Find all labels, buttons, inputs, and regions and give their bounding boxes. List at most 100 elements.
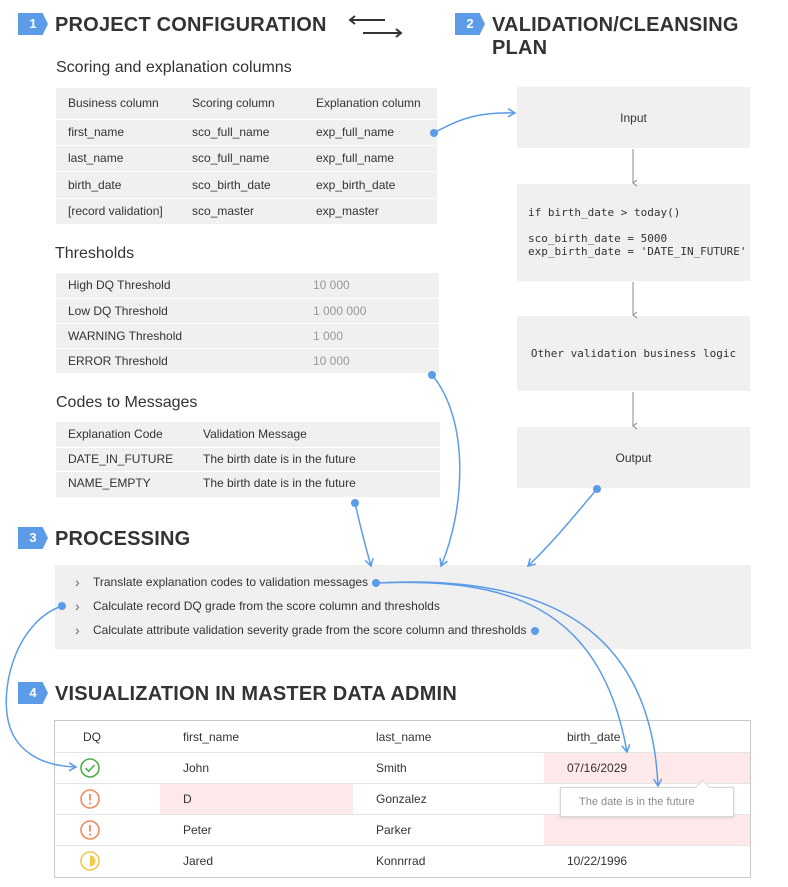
table-row[interactable]: Jared Konnrrad 10/22/1996 (55, 845, 750, 876)
table-row: WARNING Threshold 1 000 (56, 323, 439, 348)
scoring-title: Scoring and explanation columns (56, 59, 292, 76)
code-line: if birth_date > today() (528, 206, 681, 219)
column-header-first-name[interactable]: first_name (183, 730, 240, 744)
connector-arrow (375, 581, 631, 754)
table-row: first_name sco_full_name exp_full_name (56, 119, 437, 145)
processing-item[interactable]: › Translate explanation codes to validat… (75, 574, 368, 590)
step-3-badge: 3 (18, 527, 48, 549)
step-4-title: VISUALIZATION IN MASTER DATA ADMIN (55, 683, 457, 705)
threshold-value: 1 000 (313, 328, 344, 343)
swap-arrows-icon (345, 12, 405, 42)
table-cell: exp_birth_date (316, 177, 396, 192)
table-cell: The birth date is in the future (203, 476, 356, 491)
connector-arrow (431, 374, 461, 568)
cell-first-name[interactable]: John (183, 761, 210, 775)
scoring-header: Scoring column (192, 96, 275, 111)
table-cell: NAME_EMPTY (68, 476, 151, 491)
scoring-table: Business column Scoring column Explanati… (56, 88, 437, 224)
table-cell: birth_date (68, 177, 122, 192)
chevron-right-icon: › (75, 622, 80, 638)
threshold-value: 10 000 (313, 278, 350, 293)
codes-header: Validation Message (203, 427, 307, 442)
table-row: birth_date sco_birth_date exp_birth_date (56, 171, 437, 198)
table-row[interactable]: D Gonzalez (55, 783, 750, 814)
table-cell: last_name (68, 151, 124, 165)
table-cell: The birth date is in the future (203, 452, 356, 466)
cell-birth-date[interactable] (544, 815, 750, 845)
chevron-right-icon: › (75, 598, 80, 614)
table-cell: [record validation] (68, 204, 163, 219)
plan-input-box: Input (517, 87, 750, 148)
table-cell: first_name (68, 125, 125, 139)
threshold-label: High DQ Threshold (68, 278, 171, 293)
cell-last-name[interactable]: Konnrrad (376, 854, 426, 868)
processing-item-label: Calculate attribute validation severity … (93, 623, 527, 637)
processing-item-label: Translate explanation codes to validatio… (93, 575, 369, 589)
step-2-title: VALIDATION/CLEANSING PLAN (492, 14, 739, 59)
connector-arrow (526, 488, 598, 568)
step-1-badge: 1 (18, 13, 48, 35)
error-status-icon (79, 784, 101, 814)
codes-header-row: Explanation Code Validation Message (56, 422, 440, 447)
table-row: ERROR Threshold 10 000 (56, 348, 439, 373)
threshold-value: 1 000 000 (313, 303, 367, 318)
table-cell: sco_master (192, 204, 255, 219)
table-row: last_name sco_full_name exp_full_name (56, 145, 437, 171)
codes-header: Explanation Code (68, 427, 163, 442)
cell-first-name[interactable]: D (160, 784, 353, 814)
table-cell: sco_full_name (192, 151, 270, 165)
connector-dot (531, 627, 539, 635)
table-cell: DATE_IN_FUTURE (68, 452, 174, 466)
threshold-value: 10 000 (313, 353, 350, 368)
table-row: High DQ Threshold 10 000 (56, 273, 439, 298)
cell-last-name[interactable]: Gonzalez (376, 792, 427, 806)
code-line: sco_birth_date = 5000 (528, 232, 668, 245)
table-cell: exp_full_name (316, 125, 395, 139)
table-cell: sco_full_name (192, 125, 270, 139)
column-header-birth-date[interactable]: birth_date (567, 730, 621, 744)
step-4-badge: 4 (18, 682, 48, 704)
processing-item[interactable]: › Calculate attribute validation severit… (75, 622, 527, 638)
processing-item-label: Calculate record DQ grade from the score… (93, 599, 440, 613)
plan-logic-box: Other validation business logic (517, 316, 750, 391)
cell-last-name[interactable]: Parker (376, 823, 412, 837)
code-line: exp_birth_date = 'DATE_IN_FUTURE' (528, 245, 747, 258)
error-status-icon (79, 815, 101, 845)
plan-code-box: if birth_date > today() sco_birth_date =… (517, 184, 750, 281)
scoring-header: Business column (68, 96, 159, 111)
cell-first-name[interactable]: Jared (183, 854, 214, 868)
step-2-badge: 2 (455, 13, 485, 35)
table-row: [record validation] sco_master exp_maste… (56, 198, 437, 224)
threshold-label: Low DQ Threshold (68, 303, 168, 318)
validation-tooltip: The date is in the future (560, 787, 734, 817)
thresholds-table: High DQ Threshold 10 000 Low DQ Threshol… (56, 273, 439, 373)
processing-item[interactable]: › Calculate record DQ grade from the sco… (75, 598, 440, 614)
threshold-label: WARNING Threshold (68, 328, 183, 343)
scoring-header-row: Business column Scoring column Explanati… (56, 88, 437, 119)
table-cell: exp_master (316, 204, 379, 219)
table-cell: exp_full_name (316, 151, 395, 165)
column-header-last-name[interactable]: last_name (376, 730, 432, 744)
processing-panel (55, 565, 751, 649)
plan-output-box: Output (517, 427, 750, 488)
table-row[interactable]: John Smith 07/16/2029 (55, 752, 750, 783)
table-row: DATE_IN_FUTURE The birth date is in the … (56, 447, 440, 471)
connector-arrow (433, 108, 517, 134)
ok-status-icon (79, 753, 101, 783)
codes-title: Codes to Messages (56, 394, 198, 411)
table-cell: sco_birth_date (192, 177, 271, 192)
threshold-label: ERROR Threshold (68, 353, 168, 368)
connector-arrow (354, 502, 374, 568)
tooltip-text: The date is in the future (579, 796, 695, 808)
cell-last-name[interactable]: Smith (376, 761, 407, 775)
column-header-dq[interactable]: DQ (83, 730, 101, 744)
table-row: Low DQ Threshold 1 000 000 (56, 298, 439, 323)
cell-birth-date[interactable]: 10/22/1996 (567, 854, 628, 868)
table-row[interactable]: Peter Parker (55, 814, 750, 845)
connector-arrow (375, 581, 663, 788)
cell-birth-date[interactable]: 07/16/2029 (544, 753, 750, 783)
chevron-right-icon: › (75, 574, 80, 590)
cell-first-name[interactable]: Peter (183, 823, 212, 837)
step-1-title: PROJECT CONFIGURATION (55, 14, 327, 36)
